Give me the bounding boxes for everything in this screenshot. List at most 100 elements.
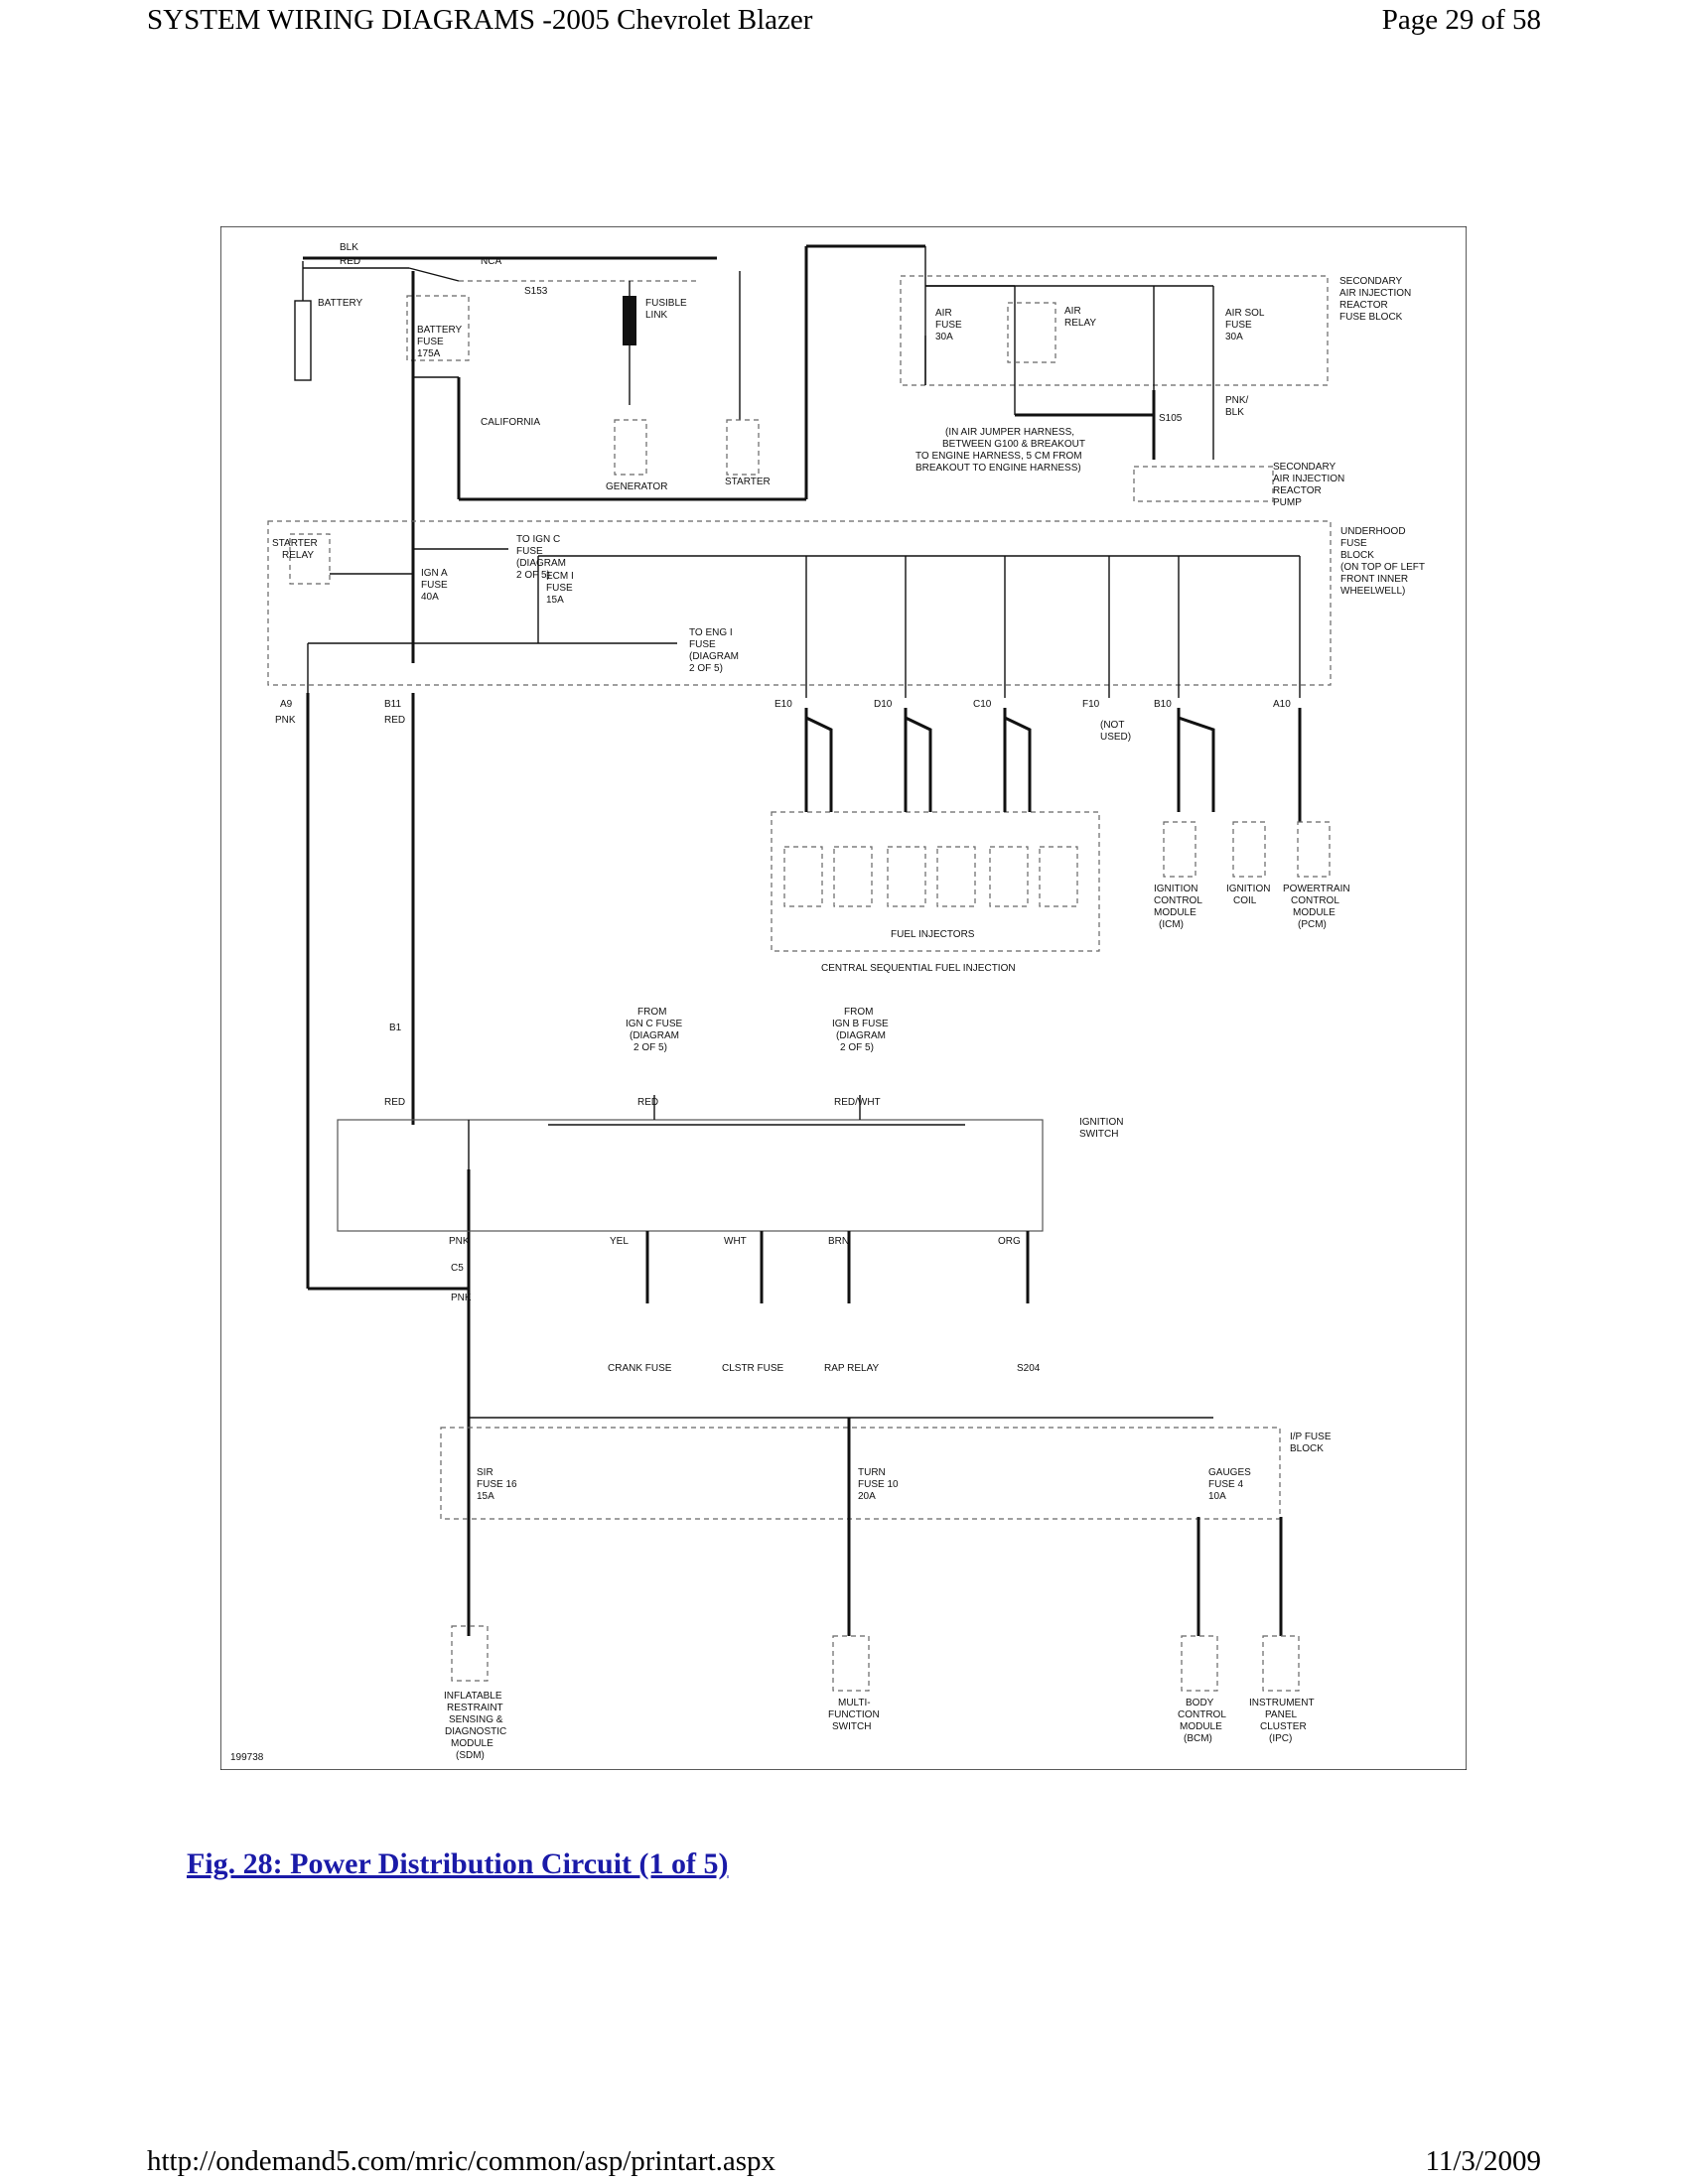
label-battery: BATTERY xyxy=(318,298,363,309)
label-california: CALIFORNIA xyxy=(481,417,540,428)
label-starter-relay: STARTER xyxy=(272,538,318,549)
label-pump4: PUMP xyxy=(1273,497,1302,508)
label-ip1: I/P FUSE xyxy=(1290,1432,1332,1442)
label-bcm1: BODY xyxy=(1186,1698,1214,1708)
label-clstr: CLSTR FUSE xyxy=(722,1363,784,1374)
label-ecm3: 15A xyxy=(546,595,564,606)
label-pump2: AIR INJECTION xyxy=(1273,474,1344,484)
label-f10: F10 xyxy=(1082,699,1100,710)
label-pcm1: POWERTRAIN xyxy=(1283,884,1350,894)
footer-url: http://ondemand5.com/mric/common/asp/pri… xyxy=(147,2145,776,2177)
label-red-b11: RED xyxy=(384,715,405,726)
label-not-used1: (NOT xyxy=(1100,720,1124,731)
label-starter-relay2: RELAY xyxy=(282,550,314,561)
label-battery-fuse3: 175A xyxy=(417,348,441,359)
label-pump1: SECONDARY xyxy=(1273,462,1336,473)
label-uh5: FRONT INNER xyxy=(1340,574,1408,585)
label-air-fuse2: FUSE xyxy=(935,320,962,331)
label-c5: C5 xyxy=(451,1263,464,1274)
label-sec-block3: REACTOR xyxy=(1339,300,1388,311)
label-s153: S153 xyxy=(524,286,548,297)
label-air-sol3: 30A xyxy=(1225,332,1243,342)
label-ign-a3: 40A xyxy=(421,592,439,603)
label-to-ign-c3: (DIAGRAM xyxy=(516,558,566,569)
footer-date: 11/3/2009 xyxy=(1425,2145,1541,2177)
label-ipc3: CLUSTER xyxy=(1260,1721,1307,1732)
secondary-air-section xyxy=(900,246,1329,502)
label-csfi: CENTRAL SEQUENTIAL FUEL INJECTION xyxy=(821,963,1016,974)
label-uh3: BLOCK xyxy=(1340,550,1374,561)
diagram-labels: BLK RED NCA BATTERY S153 BATTERY FUSE 17… xyxy=(230,242,1425,1763)
battery-section xyxy=(294,244,925,663)
label-red-from-c: RED xyxy=(637,1097,658,1108)
label-to-ign-c4: 2 OF 5) xyxy=(516,570,550,581)
label-starter: STARTER xyxy=(725,477,771,487)
label-from-c1: FROM xyxy=(637,1007,666,1018)
label-jumper2: BETWEEN G100 & BREAKOUT xyxy=(942,439,1085,450)
label-nca: NCA xyxy=(481,256,501,267)
label-sdm1: INFLATABLE xyxy=(444,1691,502,1702)
label-red-switch: RED xyxy=(384,1097,405,1108)
label-sdm2: RESTRAINT xyxy=(447,1703,503,1713)
label-air-fuse3: 30A xyxy=(935,332,953,342)
label-icm1: IGNITION xyxy=(1154,884,1197,894)
label-ipc2: PANEL xyxy=(1265,1709,1297,1720)
label-ign-sw2: SWITCH xyxy=(1079,1129,1118,1140)
ignition-switch xyxy=(337,1095,1044,1303)
underhood-fuse-block xyxy=(267,520,1332,698)
label-s204: S204 xyxy=(1017,1363,1041,1374)
label-ipc4: (IPC) xyxy=(1269,1733,1292,1744)
label-ipc1: INSTRUMENT xyxy=(1249,1698,1315,1708)
label-blk: BLK xyxy=(340,242,358,253)
label-fusible: FUSIBLE xyxy=(645,298,687,309)
label-air-relay: AIR xyxy=(1064,306,1081,317)
label-from-c3: (DIAGRAM xyxy=(630,1030,679,1041)
label-not-used2: USED) xyxy=(1100,732,1131,743)
label-b1: B1 xyxy=(389,1023,402,1033)
label-to-eng4: 2 OF 5) xyxy=(689,663,723,674)
label-ign-sw1: IGNITION xyxy=(1079,1117,1123,1128)
figure-id: 199738 xyxy=(230,1752,264,1763)
label-icm3: MODULE xyxy=(1154,907,1196,918)
label-from-b3: (DIAGRAM xyxy=(836,1030,886,1041)
label-ign-a2: FUSE xyxy=(421,580,448,591)
label-ign-a: IGN A xyxy=(421,568,448,579)
label-c10: C10 xyxy=(973,699,992,710)
ip-fuse-block xyxy=(440,1417,1300,1692)
label-sir3: 15A xyxy=(477,1491,494,1502)
label-mf3: SWITCH xyxy=(832,1721,871,1732)
label-from-b1: FROM xyxy=(844,1007,873,1018)
label-turn1: TURN xyxy=(858,1467,886,1478)
label-sdm6: (SDM) xyxy=(456,1750,485,1761)
label-mf1: MULTI- xyxy=(838,1698,871,1708)
label-gauge2: FUSE 4 xyxy=(1208,1479,1243,1490)
label-sec-block1: SECONDARY xyxy=(1339,276,1402,287)
diagram-border xyxy=(219,225,1468,1771)
label-coil2: COIL xyxy=(1233,895,1257,906)
figure-caption-link[interactable]: Fig. 28: Power Distribution Circuit (1 o… xyxy=(187,1847,729,1880)
label-pcm4: (PCM) xyxy=(1298,919,1327,930)
label-b11: B11 xyxy=(384,699,401,710)
label-fusible2: LINK xyxy=(645,310,668,321)
label-to-ign-c1: TO IGN C xyxy=(516,534,560,545)
label-a10: A10 xyxy=(1273,699,1291,710)
label-inj-title: FUEL INJECTORS xyxy=(891,929,975,940)
label-turn2: FUSE 10 xyxy=(858,1479,899,1490)
label-from-c4: 2 OF 5) xyxy=(633,1042,667,1053)
label-sdm3: SENSING & xyxy=(449,1714,503,1725)
label-d10: D10 xyxy=(874,699,893,710)
label-s105: S105 xyxy=(1159,413,1183,424)
label-pnk-blk2: BLK xyxy=(1225,407,1244,418)
label-air-sol: AIR SOL xyxy=(1225,308,1265,319)
label-coil1: IGNITION xyxy=(1226,884,1270,894)
label-air-fuse: AIR xyxy=(935,308,952,319)
label-org: ORG xyxy=(998,1236,1021,1247)
label-to-eng2: FUSE xyxy=(689,639,716,650)
label-from-c2: IGN C FUSE xyxy=(626,1019,683,1029)
page-number: Page 29 of 58 xyxy=(1381,4,1541,36)
label-icm2: CONTROL xyxy=(1154,895,1202,906)
label-generator: GENERATOR xyxy=(606,481,667,492)
label-sec-block4: FUSE BLOCK xyxy=(1339,312,1403,323)
label-ecm2: FUSE xyxy=(546,583,573,594)
label-jumper1: (IN AIR JUMPER HARNESS, xyxy=(945,427,1074,438)
